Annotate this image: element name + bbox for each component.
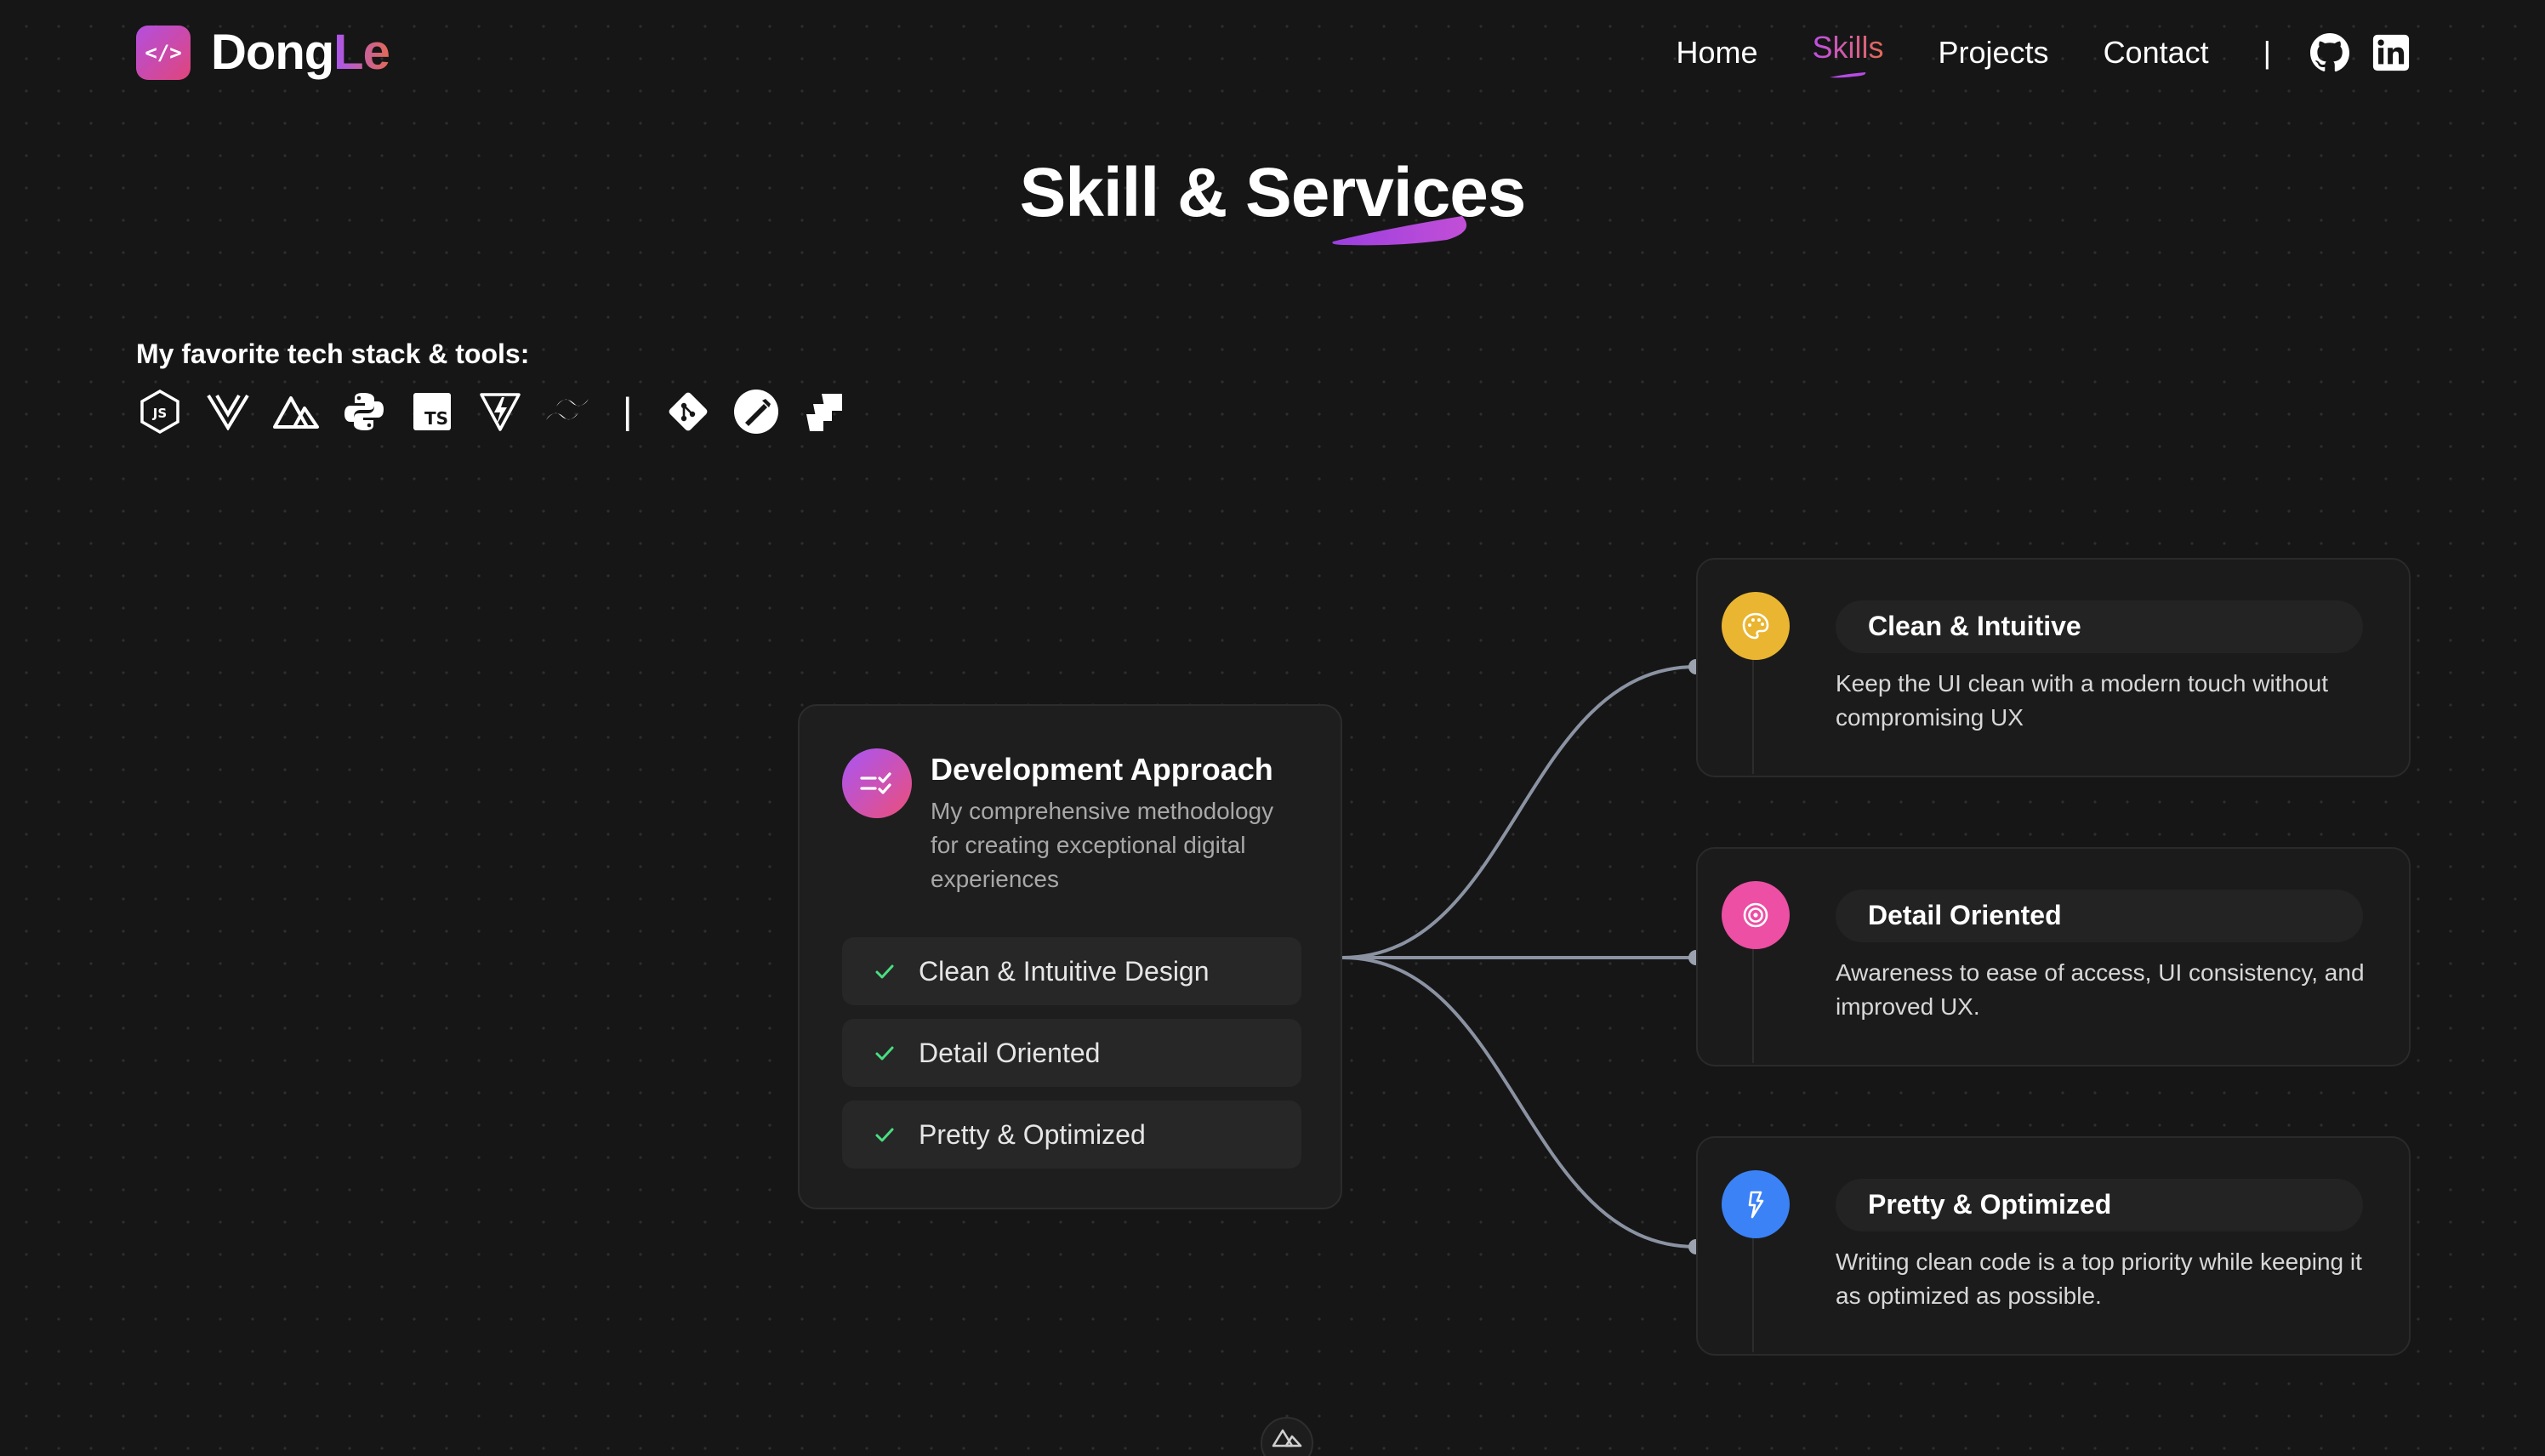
card-rail <box>1752 648 1754 774</box>
service-description: Awareness to ease of access, UI consiste… <box>1836 959 2365 1020</box>
card-rail <box>1752 937 1754 1063</box>
postman-icon[interactable] <box>732 388 780 435</box>
nav-active-underline <box>1829 72 1865 78</box>
approach-item: Clean & Intuitive Design <box>842 937 1301 1005</box>
logo[interactable]: </> DongLe <box>136 24 390 81</box>
approach-item: Detail Oriented <box>842 1019 1301 1087</box>
target-icon <box>1722 881 1790 949</box>
git-icon[interactable] <box>664 388 712 435</box>
svg-text:TS: TS <box>424 408 448 429</box>
nav-contact[interactable]: Contact <box>2103 35 2209 70</box>
tailwind-icon[interactable] <box>544 388 592 435</box>
palette-icon <box>1722 592 1790 660</box>
card-rail <box>1752 1226 1754 1352</box>
logo-text-accent: Le <box>333 25 390 80</box>
bolt-icon <box>1722 1170 1790 1238</box>
service-description: Keep the UI clean with a modern touch wi… <box>1836 670 2329 731</box>
nuxt-badge-icon[interactable] <box>1261 1417 1313 1456</box>
nav-home[interactable]: Home <box>1676 35 1758 70</box>
approach-item-label: Pretty & Optimized <box>919 1118 1146 1150</box>
section-title-text: Skill & Services <box>1019 154 1527 231</box>
logo-badge: </> <box>136 25 191 80</box>
logo-text-primary: Dong <box>211 25 334 80</box>
title-swoosh <box>1331 216 1466 246</box>
typescript-icon[interactable]: TS <box>408 388 456 435</box>
service-card-clean: Clean & Intuitive Keep the UI clean with… <box>1696 558 2411 777</box>
service-card-detail: Detail Oriented Awareness to ease of acc… <box>1696 847 2411 1066</box>
connector-bottom <box>1341 956 1697 1248</box>
check-icon <box>875 1128 894 1142</box>
svg-text:JS: JS <box>152 406 167 421</box>
vite-icon[interactable] <box>476 388 524 435</box>
card-title-pill <box>1836 600 2363 653</box>
nuxt-icon[interactable] <box>272 388 320 435</box>
nav-skills-label: Skills <box>1812 30 1884 65</box>
linkedin-icon[interactable] <box>2370 31 2412 74</box>
python-icon[interactable] <box>340 388 388 435</box>
checklist-icon <box>842 748 912 818</box>
approach-item-label: Clean & Intuitive Design <box>919 955 1210 987</box>
approach-description: My comprehensive methodology for creatin… <box>931 798 1274 892</box>
check-icon <box>875 1046 894 1061</box>
approach-item-label: Detail Oriented <box>919 1037 1101 1068</box>
main-nav: Home Skills Projects Contact | <box>1621 29 2412 78</box>
nav-skills[interactable]: Skills <box>1812 30 1884 78</box>
service-title: Detail Oriented <box>1868 900 2062 930</box>
card-title-pill <box>1836 1179 2363 1231</box>
connector-top <box>1341 665 1697 959</box>
nodejs-icon[interactable]: JS <box>136 388 184 435</box>
stack-label: My favorite tech stack & tools: <box>136 338 530 369</box>
development-approach-card: Development Approach My comprehensive me… <box>798 704 1342 1209</box>
approach-title: Development Approach <box>931 752 1273 787</box>
nav-separator: | <box>2263 35 2271 70</box>
logo-text: DongLe <box>211 24 390 81</box>
service-title: Clean & Intuitive <box>1868 611 2081 641</box>
card-title-pill <box>1836 890 2363 942</box>
service-description: Writing clean code is a top priority whi… <box>1836 1248 2362 1309</box>
section-header: Skill & Services <box>0 153 2545 246</box>
approach-item: Pretty & Optimized <box>842 1101 1301 1169</box>
service-card-optimized: Pretty & Optimized Writing clean code is… <box>1696 1136 2411 1356</box>
service-title: Pretty & Optimized <box>1868 1189 2112 1220</box>
check-icon <box>875 964 894 979</box>
github-icon[interactable] <box>2309 31 2351 74</box>
jira-icon[interactable] <box>800 388 848 435</box>
nav-projects[interactable]: Projects <box>1938 35 2049 70</box>
stack-separator: | <box>623 390 633 432</box>
section-title: Skill & Services <box>1019 153 1527 246</box>
vue-icon[interactable] <box>204 388 252 435</box>
tech-stack-icons: JS TS | <box>136 388 868 435</box>
